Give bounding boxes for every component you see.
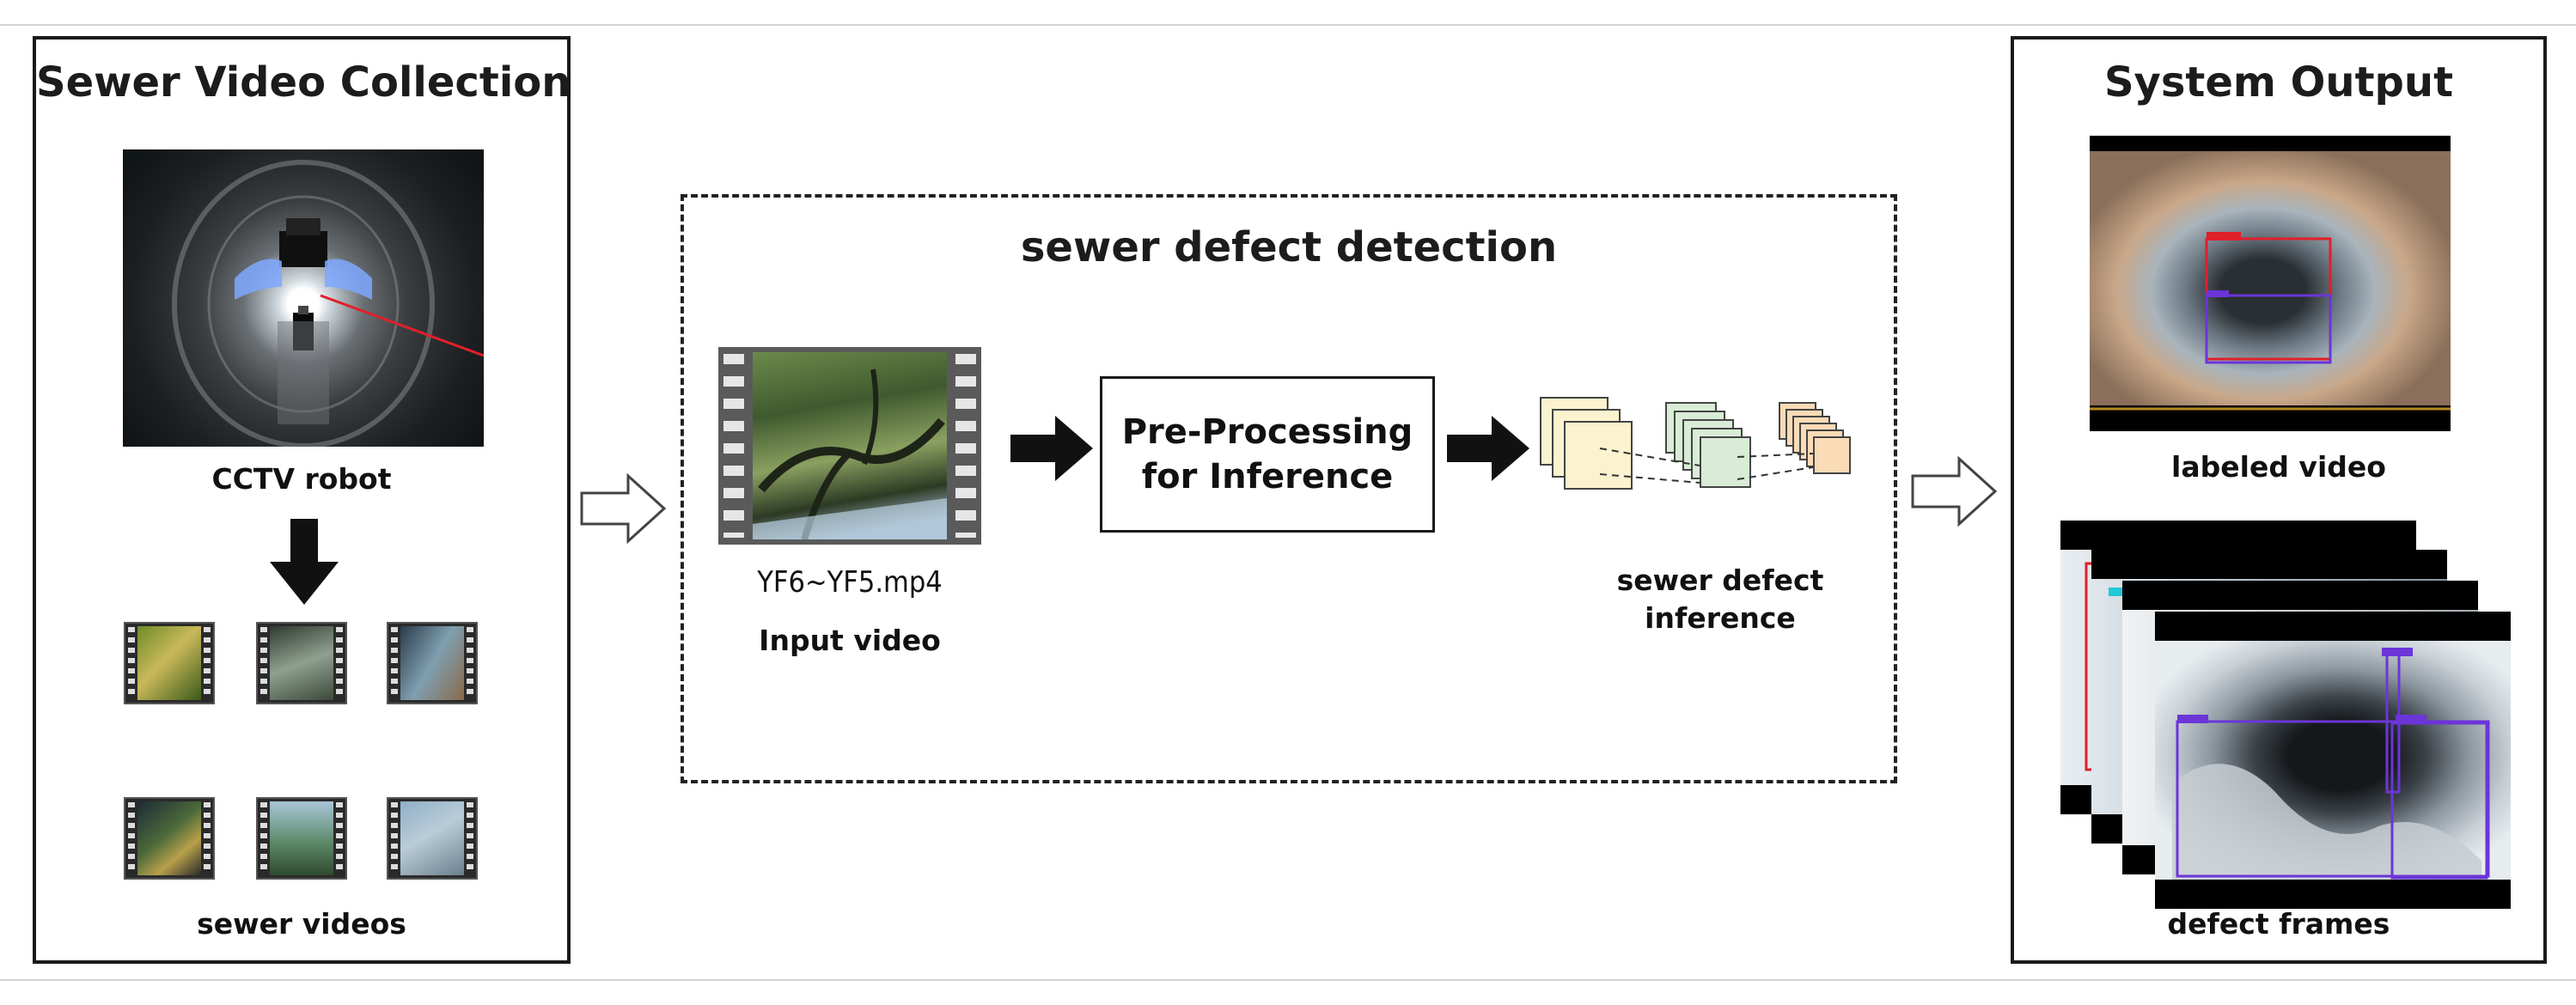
input-video-frame [753,352,947,541]
sewer-video-thumbnail[interactable] [256,797,347,880]
sewer-videos-caption: sewer videos [197,907,406,941]
video-filename: YF6~YF5.mp4 [757,565,943,600]
labeled-video-frame[interactable] [2090,136,2451,431]
thumbnail-scene [270,801,333,875]
cctv-robot-image [123,149,484,447]
sewer-video-thumbnail[interactable] [256,622,347,704]
sewer-video-thumbnail[interactable] [124,622,215,704]
film-holes [336,627,343,699]
cctv-robot-caption: CCTV robot [211,462,392,496]
system-output-panel: System Output labeled video [2011,36,2547,964]
bottom-rule [0,979,2576,981]
network-feature-maps [1540,397,1901,543]
detection-overlay [2172,648,2490,880]
film-holes [260,802,267,874]
tree-branches [753,368,947,541]
sewer-video-thumbnail[interactable] [387,622,478,704]
input-video-caption: Input video [759,624,941,657]
film-holes [128,802,135,874]
detection-overlay [2090,232,2451,411]
pre-processing-box: Pre-Processing for Inference [1100,376,1435,533]
film-holes [204,802,211,874]
feature-map-orange [1813,436,1851,474]
film-holes [391,802,398,874]
sewer-video-thumbnail[interactable] [124,797,215,880]
film-holes [204,627,211,699]
film-holes [391,627,398,699]
panel-title: System Output [2103,58,2454,107]
right-arrow-icon [1010,416,1093,481]
thumbnail-scene [137,626,201,700]
thumbnail-scene [137,801,201,875]
defect-frames-caption: defect frames [2167,907,2390,941]
film-holes [467,627,473,699]
down-arrow-icon [270,519,339,605]
sewer-video-thumbnail[interactable] [387,797,478,880]
film-holes [128,627,135,699]
feature-map-yellow [1564,421,1633,490]
thumbnail-scene [400,801,464,875]
film-holes [467,802,473,874]
defect-frame-front[interactable] [2155,612,2511,909]
film-holes [955,354,976,538]
film-holes [336,802,343,874]
detection-title: sewer defect detection [1020,223,1558,271]
cctv-robot-illustration [172,160,484,447]
thumbnail-scene [270,626,333,700]
feature-map-connections [1599,448,1814,484]
top-rule [0,24,2576,26]
film-holes [260,627,267,699]
film-holes [723,354,744,538]
inference-caption: sewer defect inference [1616,563,1824,635]
sewer-video-collection-panel: Sewer Video Collection CCTV robot [33,36,571,964]
hollow-right-arrow-icon [580,472,667,545]
labeled-video-caption: labeled video [2171,450,2386,484]
input-video-film[interactable] [718,347,981,545]
hollow-right-arrow-icon [1911,455,1998,527]
sewer-defect-detection-panel: sewer defect detection YF6~YF5.mp4 Input… [681,194,1897,783]
right-arrow-icon [1447,416,1529,481]
thumbnail-scene [400,626,464,700]
panel-title: Sewer Video Collection [36,58,571,107]
